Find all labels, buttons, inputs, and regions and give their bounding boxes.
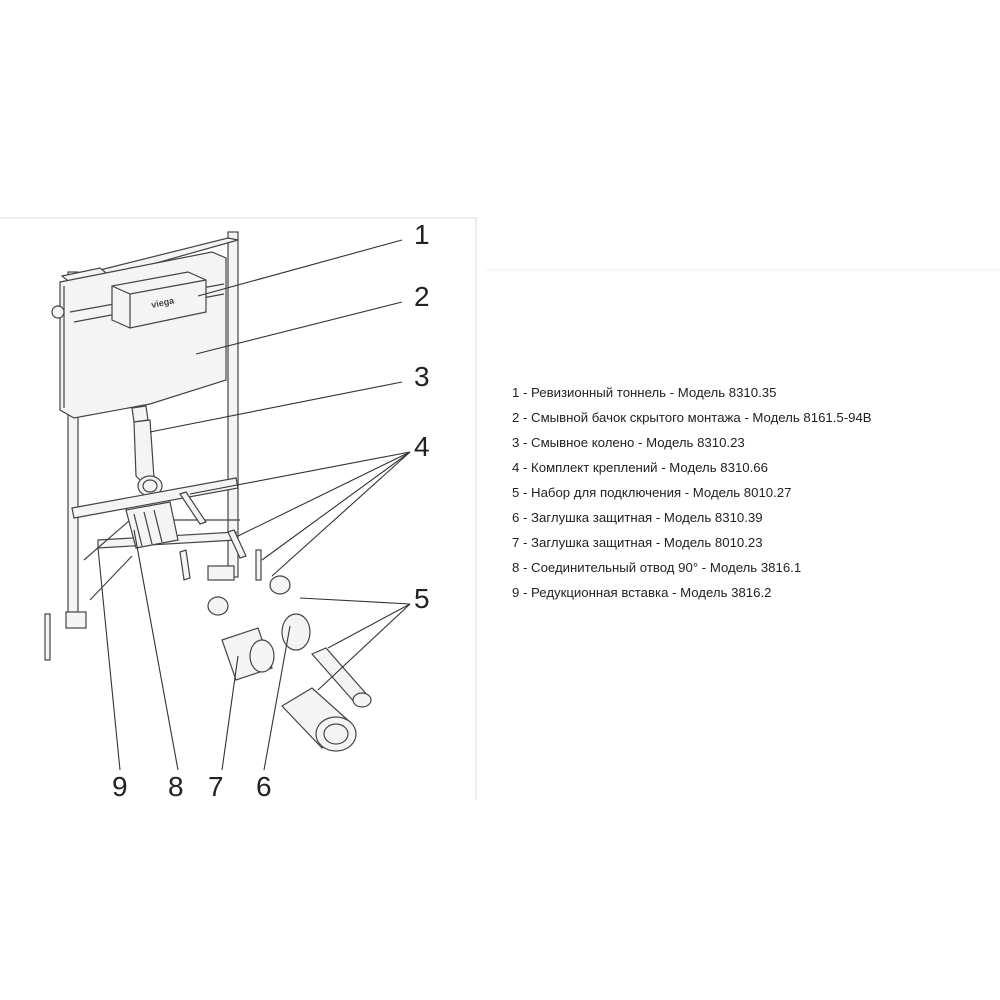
legend-item-4: 4 - Комплект креплений - Модель 8310.66 [512, 460, 768, 475]
legend-item-6: 6 - Заглушка защитная - Модель 8310.39 [512, 510, 763, 525]
callout-6: 6 [256, 771, 272, 802]
leader-lines [97, 239, 411, 771]
legend-item-3: 3 - Смывное колено - Модель 8310.23 [512, 435, 745, 450]
callout-8: 8 [168, 771, 184, 802]
legend-item-1: 1 - Ревизионный тоннель - Модель 8310.35 [512, 385, 777, 400]
callout-4: 4 [414, 431, 430, 462]
callout-1: 1 [414, 219, 430, 250]
parts-legend: 1 - Ревизионный тоннель - Модель 8310.35… [512, 380, 992, 605]
frame-drawing: viega [44, 231, 372, 752]
callout-2: 2 [414, 281, 430, 312]
legend-item-5: 5 - Набор для подключения - Модель 8010.… [512, 485, 792, 500]
brand-logo: viega [150, 295, 176, 310]
callout-5: 5 [414, 583, 430, 614]
callout-labels: 1 2 3 4 5 6 7 8 9 [112, 219, 430, 802]
legend-item-7: 7 - Заглушка защитная - Модель 8010.23 [512, 535, 763, 550]
legend-item-8: 8 - Соединительный отвод 90° - Модель 38… [512, 560, 802, 575]
callout-3: 3 [414, 361, 430, 392]
callout-7: 7 [208, 771, 224, 802]
callout-9: 9 [112, 771, 128, 802]
legend-item-9: 9 - Редукционная вставка - Модель 3816.2 [512, 585, 772, 600]
legend-item-2: 2 - Смывной бачок скрытого монтажа - Мод… [512, 410, 872, 425]
